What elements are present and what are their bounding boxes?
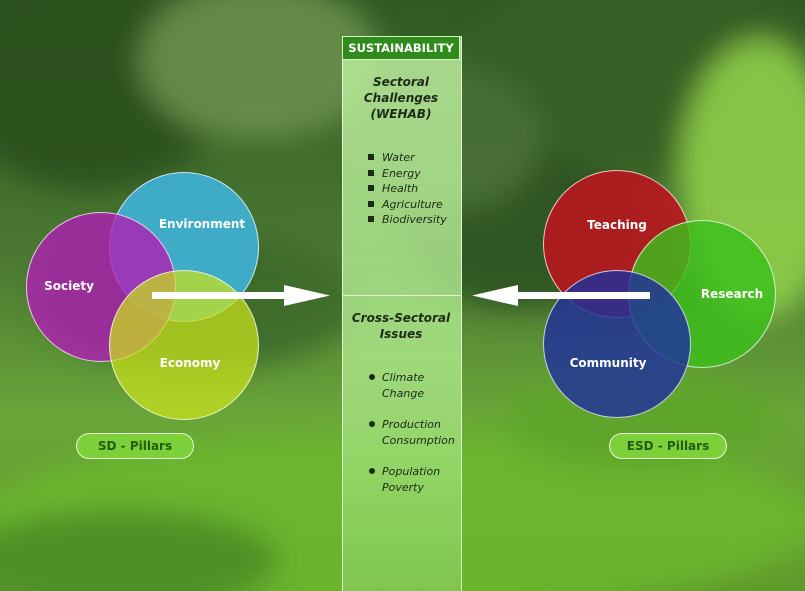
list-item: Energy [368, 166, 447, 182]
research-label: Research [700, 287, 764, 301]
society-label: Society [44, 279, 94, 293]
heading-line: Cross-Sectoral [351, 311, 451, 325]
cross-sectoral-list: Climate Change Production Consumption Po… [368, 370, 455, 511]
esd-pillars-badge: ESD - Pillars [609, 433, 727, 459]
list-item: Production Consumption [368, 417, 455, 448]
heading-line: (WEHAB) [370, 107, 432, 121]
sustainability-header: SUSTAINABILITY [342, 36, 460, 60]
heading-line: Challenges [363, 91, 439, 105]
item-line: Change [382, 386, 425, 400]
item-line: Poverty [382, 480, 424, 494]
economy-label: Economy [159, 356, 221, 370]
environment-label: Environment [158, 217, 246, 231]
right-arrow-icon [152, 285, 330, 306]
item-line: Population [382, 465, 441, 478]
item-line: Consumption [382, 433, 455, 447]
heading-line: Issues [379, 327, 423, 341]
sd-pillars-badge: SD - Pillars [76, 433, 194, 459]
teaching-label: Teaching [587, 218, 647, 232]
list-item: Agriculture [368, 197, 447, 213]
list-item: Climate Change [368, 370, 455, 401]
community-label: Community [569, 356, 647, 370]
left-arrow-icon [472, 285, 650, 306]
sectoral-list: Water Energy Health Agriculture Biodiver… [368, 150, 447, 228]
item-line: Climate [382, 371, 425, 384]
column-divider [343, 295, 461, 296]
list-item: Biodiversity [368, 212, 447, 228]
list-item: Water [368, 150, 447, 166]
sustainability-column [342, 36, 462, 591]
list-item: Population Poverty [368, 464, 455, 495]
cross-sectoral-heading: Cross-Sectoral Issues [342, 310, 460, 342]
heading-line: Sectoral [372, 75, 429, 89]
list-item: Health [368, 181, 447, 197]
item-line: Production [382, 418, 441, 431]
sectoral-challenges-heading: Sectoral Challenges (WEHAB) [342, 74, 460, 122]
